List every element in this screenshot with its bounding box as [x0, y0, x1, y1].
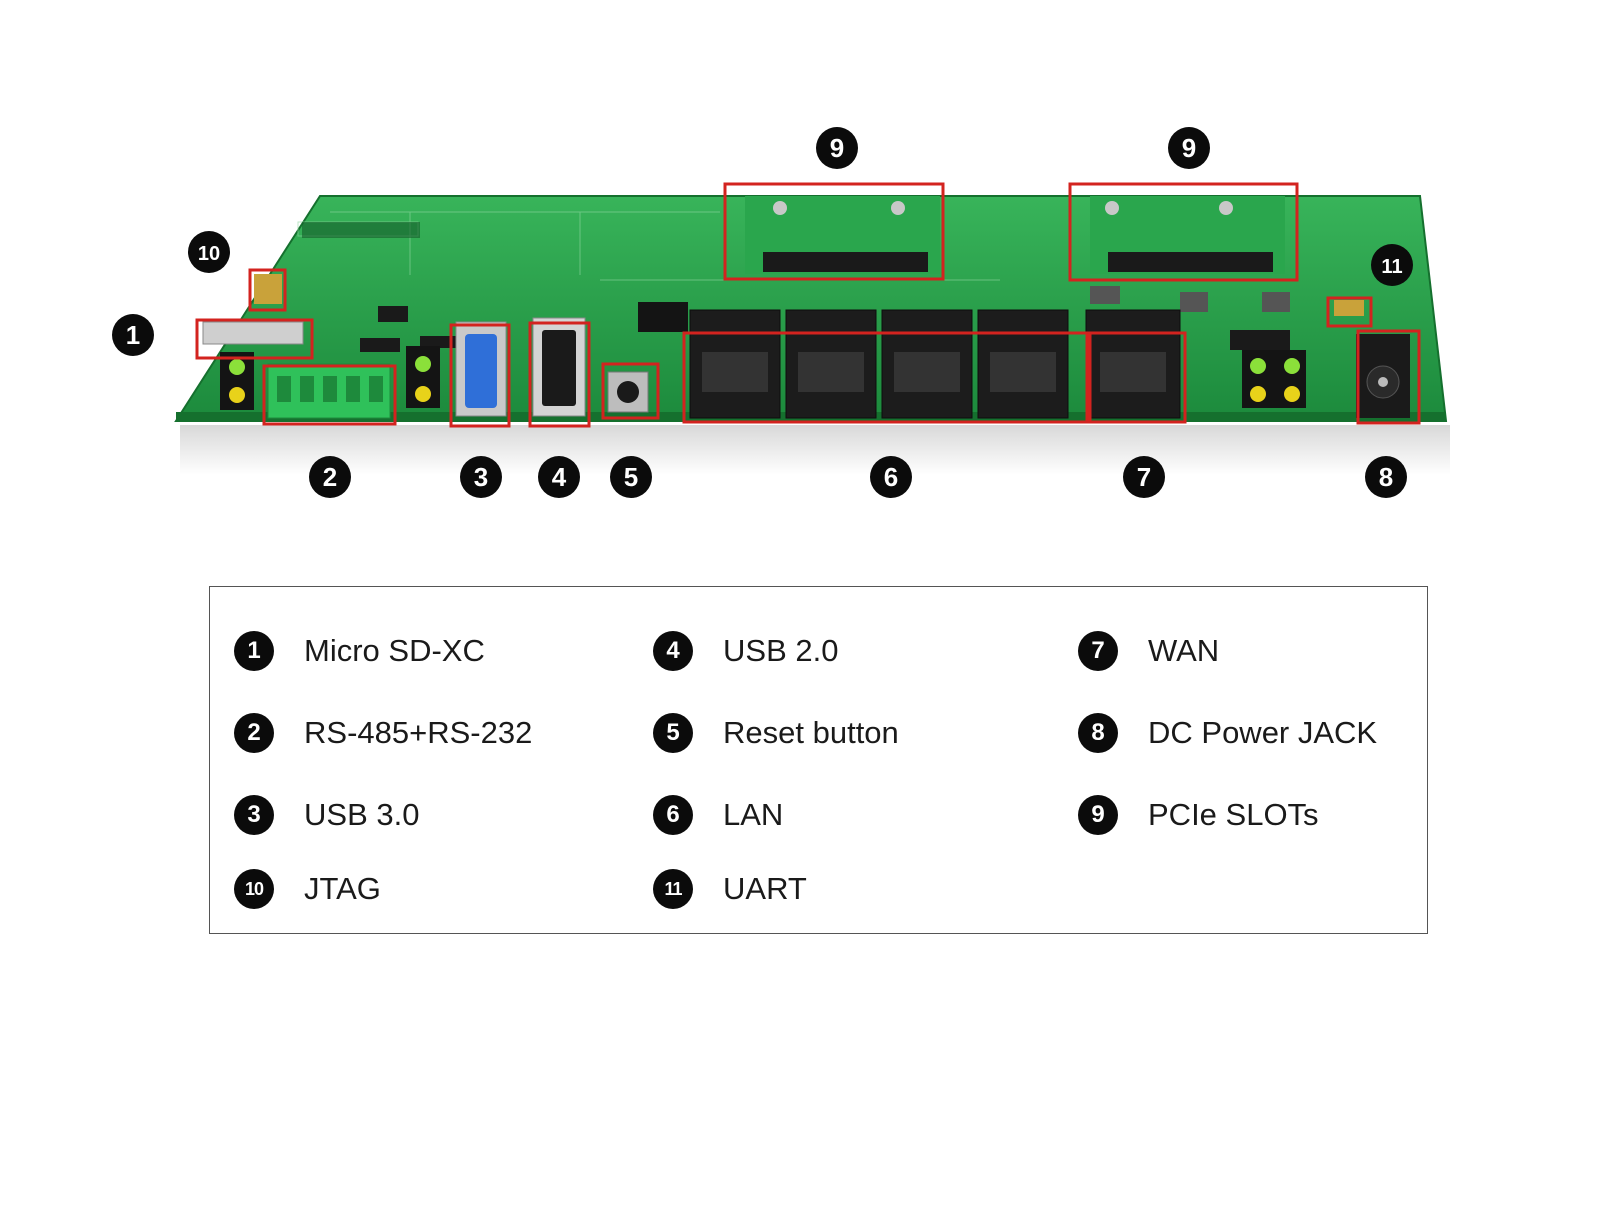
- callout-10: 10: [188, 231, 230, 273]
- callout-6: 6: [870, 456, 912, 498]
- legend-badge-8: 8: [1078, 713, 1118, 753]
- legend-badge-7: 7: [1078, 631, 1118, 671]
- callout-11: 11: [1371, 244, 1413, 286]
- legend-label-1: Micro SD-XC: [304, 633, 485, 668]
- highlight-terminal: [262, 364, 397, 426]
- highlight-usb3: [449, 323, 511, 428]
- reset-button-component: [607, 371, 649, 413]
- callout-11-num: 11: [1381, 256, 1402, 278]
- callout-6-num: 6: [884, 462, 898, 492]
- callout-5: 5: [610, 456, 652, 498]
- pcb-chip: [302, 222, 420, 238]
- legend-label-11: UART: [723, 871, 807, 906]
- callout-1-num: 1: [126, 320, 140, 350]
- legend-item-7: 7 WAN: [1078, 629, 1219, 673]
- legend-item-2: 2 RS-485+RS-232: [234, 711, 532, 755]
- callout-1: 1: [112, 314, 154, 356]
- pcie-slot-2-component: [1090, 196, 1285, 274]
- pcie-slot-1-component: [745, 196, 940, 274]
- callout-3: 3: [460, 456, 502, 498]
- led-pair-left-2: [406, 346, 440, 408]
- legend-badge-2: 2: [234, 713, 274, 753]
- legend-item-5: 5 Reset button: [653, 711, 899, 755]
- callout-3-num: 3: [474, 462, 488, 492]
- rj45-openings: [702, 352, 1166, 392]
- legend-box: 1 Micro SD-XC 2 RS-485+RS-232 3 USB 3.0 …: [209, 586, 1428, 934]
- legend-item-8: 8 DC Power JACK: [1078, 711, 1377, 755]
- callout-10-num: 10: [198, 243, 220, 265]
- callout-9-left-num: 9: [830, 133, 844, 163]
- legend-label-7: WAN: [1148, 633, 1220, 668]
- legend-badge-5: 5: [653, 713, 693, 753]
- highlight-reset: [601, 362, 660, 420]
- callout-9-left: 9: [816, 127, 858, 169]
- microsd-slot: [202, 321, 304, 345]
- legend-label-2: RS-485+RS-232: [304, 715, 533, 750]
- legend-badge-4: 4: [653, 631, 693, 671]
- callout-9-right-num: 9: [1182, 133, 1196, 163]
- legend-badge-3: 3: [234, 795, 274, 835]
- legend-label-6: LAN: [723, 797, 784, 832]
- pcb-components: [360, 286, 1290, 352]
- jtag-header: [254, 274, 282, 304]
- callout-8: 8: [1365, 456, 1407, 498]
- callout-2-num: 2: [323, 462, 337, 492]
- legend-label-3: USB 3.0: [304, 797, 420, 832]
- callout-7: 7: [1123, 456, 1165, 498]
- dc-jack-component: [1356, 334, 1410, 418]
- callout-4-num: 4: [552, 462, 567, 492]
- legend-label-10: JTAG: [304, 871, 381, 906]
- legend-item-4: 4 USB 2.0: [653, 629, 838, 673]
- highlight-lan: [682, 331, 1089, 424]
- legend-badge-11: 11: [653, 869, 693, 909]
- highlight-wan: [1088, 331, 1187, 424]
- callout-2: 2: [309, 456, 351, 498]
- legend-badge-9: 9: [1078, 795, 1118, 835]
- legend-item-6: 6 LAN: [653, 793, 783, 837]
- board-diagram: 1 2 3 4 5 6 7 8 9 9 10 11: [112, 127, 1450, 498]
- legend-item-1: 1 Micro SD-XC: [234, 629, 485, 673]
- highlight-boxes: [195, 182, 1421, 428]
- callout-9-right: 9: [1168, 127, 1210, 169]
- uart-header: [1334, 300, 1364, 316]
- legend-label-4: USB 2.0: [723, 633, 839, 668]
- led-pair-right: [1242, 350, 1306, 408]
- callout-5-num: 5: [624, 462, 638, 492]
- highlight-pcie-1: [723, 182, 945, 281]
- legend-badge-6: 6: [653, 795, 693, 835]
- usb2-port: [532, 317, 586, 417]
- legend-label-9: PCIe SLOTs: [1148, 797, 1319, 832]
- legend-item-10: 10 JTAG: [234, 867, 381, 911]
- board-shadow: [180, 425, 1450, 475]
- highlight-usb2: [528, 321, 591, 428]
- legend-label-8: DC Power JACK: [1148, 715, 1378, 750]
- callout-4: 4: [538, 456, 580, 498]
- led-pair-left: [220, 352, 254, 410]
- legend-item-11: 11 UART: [653, 867, 807, 911]
- highlight-microsd: [195, 318, 314, 360]
- highlight-jtag: [248, 268, 287, 312]
- highlight-dcjack: [1356, 329, 1421, 425]
- legend-badge-1: 1: [234, 631, 274, 671]
- highlight-uart: [1326, 296, 1373, 328]
- legend-item-3: 3 USB 3.0: [234, 793, 419, 837]
- callout-8-num: 8: [1379, 462, 1393, 492]
- callout-7-num: 7: [1137, 462, 1151, 492]
- highlight-pcie-2: [1068, 182, 1299, 282]
- legend-item-9: 9 PCIe SLOTs: [1078, 793, 1319, 837]
- terminal-block: [267, 363, 391, 419]
- legend-badge-10: 10: [234, 869, 274, 909]
- callout-badges: 1 2 3 4 5 6 7 8 9 9 10 11: [112, 127, 1413, 498]
- legend-label-5: Reset button: [723, 715, 899, 750]
- usb3-port: [455, 321, 507, 417]
